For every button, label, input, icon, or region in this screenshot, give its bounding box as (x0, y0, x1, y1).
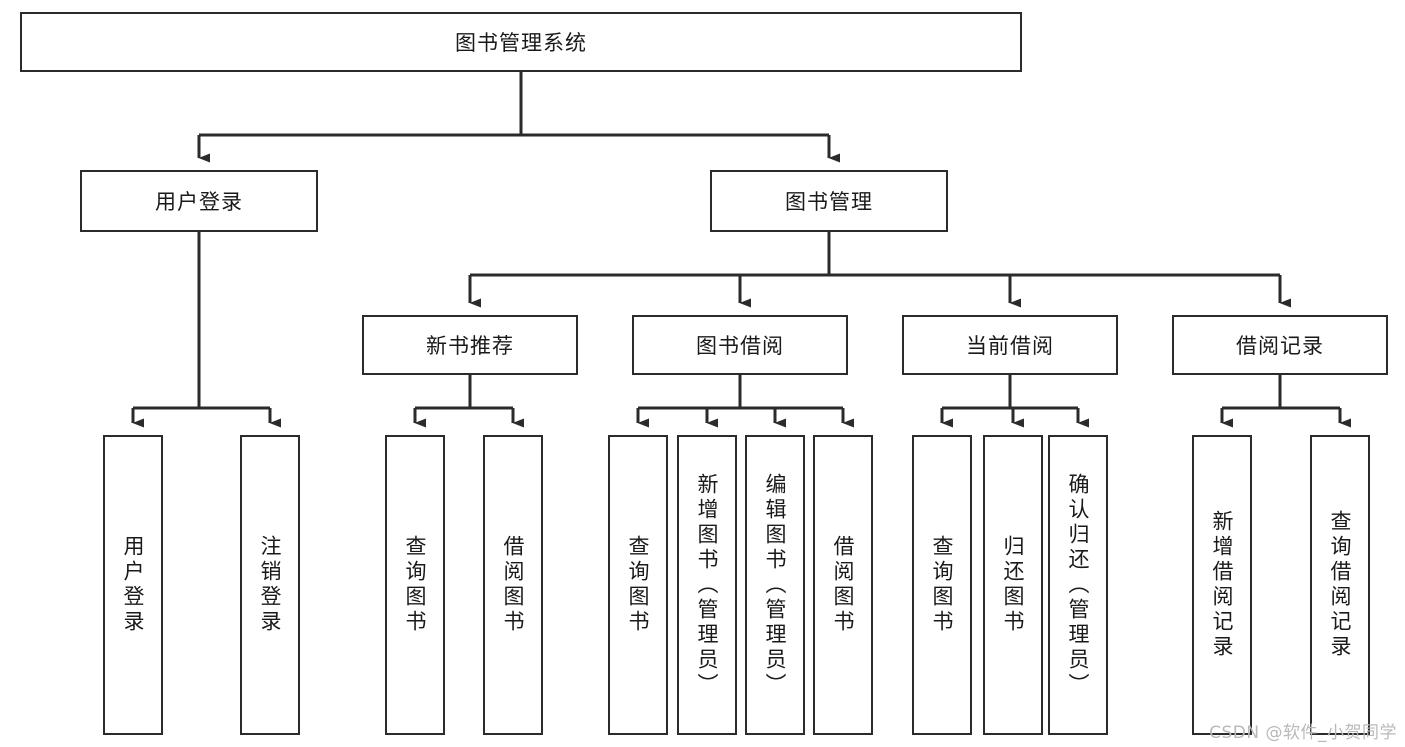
node-leaf-borrow-book-2[interactable]: 借阅图书 (813, 435, 873, 735)
node-leaf-query-book-3-label: 查询图书 (930, 535, 954, 635)
node-leaf-borrow-book-2-label: 借阅图书 (831, 535, 855, 635)
node-leaf-logout[interactable]: 注销登录 (240, 435, 300, 735)
node-book-borrow[interactable]: 图书借阅 (632, 315, 848, 375)
node-leaf-user-login-label: 用户登录 (121, 535, 145, 635)
node-leaf-add-book-label: 新增图书（管理员） (695, 472, 719, 698)
node-leaf-query-book-2-label: 查询图书 (626, 535, 650, 635)
node-leaf-add-record[interactable]: 新增借阅记录 (1192, 435, 1252, 735)
node-book-manage[interactable]: 图书管理 (710, 170, 948, 232)
node-leaf-add-record-label: 新增借阅记录 (1210, 510, 1234, 660)
node-leaf-edit-book[interactable]: 编辑图书（管理员） (745, 435, 805, 735)
node-leaf-query-book-2[interactable]: 查询图书 (608, 435, 668, 735)
node-root-label: 图书管理系统 (455, 31, 587, 55)
node-leaf-borrow-book-1-label: 借阅图书 (501, 535, 525, 635)
node-user-login-label: 用户登录 (155, 190, 243, 214)
node-leaf-return-book-label: 归还图书 (1001, 535, 1025, 635)
node-new-book-recommend-label: 新书推荐 (426, 334, 514, 358)
node-leaf-query-record-label: 查询借阅记录 (1328, 510, 1352, 660)
node-borrow-record[interactable]: 借阅记录 (1172, 315, 1388, 375)
node-current-borrow[interactable]: 当前借阅 (902, 315, 1118, 375)
node-leaf-user-login[interactable]: 用户登录 (103, 435, 163, 735)
node-leaf-confirm-return-label: 确认归还（管理员） (1066, 472, 1090, 698)
node-leaf-query-book-1-label: 查询图书 (403, 535, 427, 635)
node-leaf-add-book[interactable]: 新增图书（管理员） (677, 435, 737, 735)
node-leaf-confirm-return[interactable]: 确认归还（管理员） (1048, 435, 1108, 735)
node-new-book-recommend[interactable]: 新书推荐 (362, 315, 578, 375)
node-user-login[interactable]: 用户登录 (80, 170, 318, 232)
node-leaf-query-book-1[interactable]: 查询图书 (385, 435, 445, 735)
node-leaf-query-book-3[interactable]: 查询图书 (912, 435, 972, 735)
node-leaf-borrow-book-1[interactable]: 借阅图书 (483, 435, 543, 735)
node-leaf-edit-book-label: 编辑图书（管理员） (763, 472, 787, 698)
node-root[interactable]: 图书管理系统 (20, 12, 1022, 72)
node-leaf-return-book[interactable]: 归还图书 (983, 435, 1043, 735)
node-book-borrow-label: 图书借阅 (696, 334, 784, 358)
node-leaf-logout-label: 注销登录 (258, 535, 282, 635)
node-current-borrow-label: 当前借阅 (966, 334, 1054, 358)
watermark: CSDN @软件_小贺同学 (1209, 723, 1397, 743)
node-leaf-query-record[interactable]: 查询借阅记录 (1310, 435, 1370, 735)
node-book-manage-label: 图书管理 (785, 190, 873, 214)
node-borrow-record-label: 借阅记录 (1236, 334, 1324, 358)
